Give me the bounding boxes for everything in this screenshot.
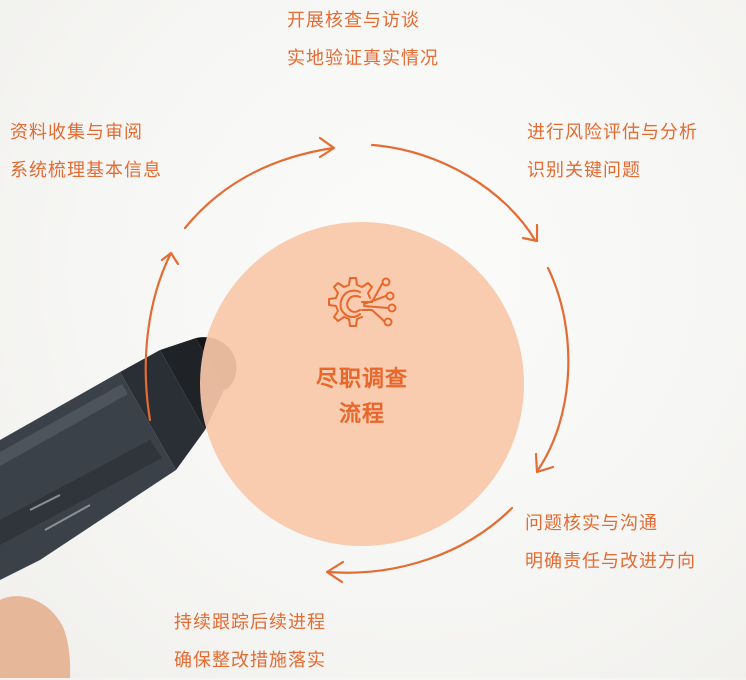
step-issue-verification: 问题核实与沟通 明确责任与改进方向 xyxy=(525,505,696,581)
step-line1: 进行风险评估与分析 xyxy=(527,122,698,143)
step-line1: 持续跟踪后续进程 xyxy=(174,612,326,633)
step-investigation: 开展核查与访谈 实地验证真实情况 xyxy=(287,2,439,78)
arrow-top-to-right xyxy=(370,143,537,242)
center-title-line1: 尽职调查 xyxy=(315,367,408,392)
center-title-line2: 流程 xyxy=(338,402,385,427)
arrow-bottom-to-left xyxy=(144,253,172,422)
arrow-left-to-top xyxy=(183,146,335,230)
step-line2: 实地验证真实情况 xyxy=(287,48,439,69)
center-title: 尽职调查 流程 xyxy=(262,362,462,432)
gear-circuit-icon xyxy=(328,277,397,327)
step-line2: 确保整改措施落实 xyxy=(174,650,326,671)
step-line1: 开展核查与访谈 xyxy=(287,10,420,31)
step-line1: 资料收集与审阅 xyxy=(10,122,143,143)
step-line2: 明确责任与改进方向 xyxy=(525,551,696,572)
arrow-right-to-bottom-right xyxy=(536,266,570,472)
step-follow-up: 持续跟踪后续进程 确保整改措施落实 xyxy=(174,604,326,680)
arrow-bottom-right-to-bottom xyxy=(326,506,514,574)
step-data-collection: 资料收集与审阅 系统梳理基本信息 xyxy=(10,114,162,190)
center-circle xyxy=(200,222,524,546)
step-line2: 系统梳理基本信息 xyxy=(10,160,162,181)
step-line2: 识别关键问题 xyxy=(527,160,641,181)
step-line1: 问题核实与沟通 xyxy=(525,513,658,534)
step-risk-assessment: 进行风险评估与分析 识别关键问题 xyxy=(527,114,698,190)
